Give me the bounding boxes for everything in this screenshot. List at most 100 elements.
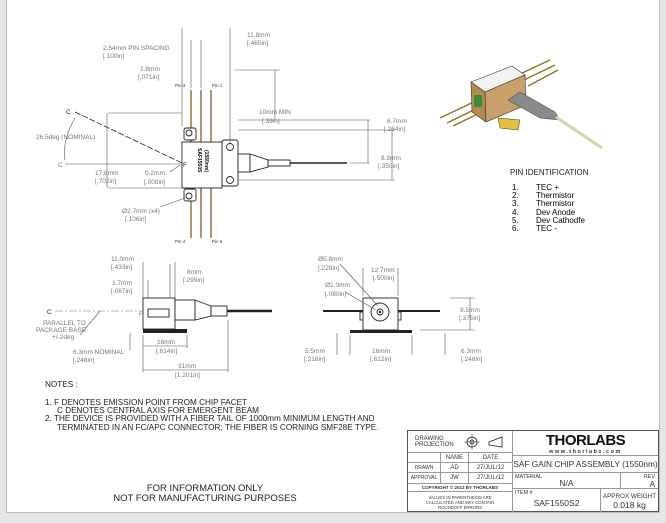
note-line-4: TERMINATED IN AN FC/APC CONNECTOR; THE F… — [57, 423, 379, 432]
pin-name: TEC - — [536, 224, 557, 234]
drawing-projection-label: DRAWING PROJECTION — [415, 435, 454, 448]
top-view: SAF1550S (1550nm) Pin 3 Pin 1 Pin 4 Pin … — [36, 28, 407, 244]
dim-pin-spacing: 2.54mm PIN SPACING — [103, 45, 170, 52]
pin-number: 4. — [512, 207, 519, 217]
rev-label: REV — [643, 473, 655, 480]
pin-number: 2. — [512, 191, 519, 201]
rev-cell: REV A — [621, 473, 658, 489]
pin-name: Dev Anode — [536, 207, 576, 217]
material-cell: MATERIAL N/A — [513, 473, 621, 489]
rev-value: A — [649, 479, 655, 489]
item-cell: ITEM # SAF1550S2 — [513, 489, 601, 512]
dim-0-2mm-in: [.008in] — [144, 179, 166, 186]
dim-8-9mm-in: [.350in] — [378, 163, 400, 170]
dim-16mm-in: [.614in] — [156, 348, 178, 355]
drawing-title: SAF GAIN CHIP ASSEMBLY (1550nm) — [513, 456, 658, 473]
weight-value: 0.018 kg — [613, 499, 646, 510]
drawing-projection: DRAWING PROJECTION — [408, 431, 513, 453]
logo-url: www.thorlabs.com — [549, 448, 622, 455]
parallel-note-2: PACKAGE BASE — [36, 327, 87, 334]
pin-number: 5. — [512, 215, 519, 225]
side-view: 11.0mm [.433in] 1.7mm [.067in] 8mm [.299… — [36, 256, 272, 379]
dim-31mm: 31mm — [178, 363, 196, 370]
dim-6-7mm-in: [.264in] — [384, 126, 406, 133]
approval-label: APPROVAL — [408, 473, 441, 484]
name-header: NAME — [441, 453, 469, 463]
side-c-label: C — [47, 309, 52, 316]
item-label: ITEM # — [515, 490, 533, 496]
parallel-note-3: +/-2deg — [52, 334, 75, 341]
pin-name: Thermistor — [536, 191, 575, 201]
svg-text:SAF1550S: SAF1550S — [196, 148, 202, 173]
disclaimer-line-1: FOR INFORMATION ONLY — [146, 483, 264, 494]
title-block: DRAWING PROJECTION NAME DATE DRAWN AD 27… — [407, 430, 659, 512]
dim-angle: 26.5deg (NOMINAL) — [36, 134, 95, 141]
weight-label: APPROX WEIGHT — [602, 492, 657, 500]
pin3-label: Pin 3 — [175, 83, 186, 88]
logo-text: THORLABS — [545, 431, 626, 449]
blank-cell — [408, 453, 441, 463]
f-point-label: F — [183, 162, 187, 169]
dim-16mm: 16mm — [157, 339, 175, 346]
dim-31mm-in: [1.201in] — [175, 372, 200, 379]
pin-name: TEC + — [536, 183, 559, 192]
dim-front-6-3mm-in: [.248in] — [461, 356, 483, 363]
drawn-name: AD — [441, 463, 469, 473]
pin6-label: Pin 6 — [212, 239, 223, 244]
pin-list: 1. TEC + 2. Thermistor 3. Thermistor 4. Dev … — [512, 183, 585, 234]
dim-2-0mm-in: [.080in] — [325, 291, 347, 298]
disclaimer: FOR INFORMATION ONLY NOT FOR MANUFACTURI… — [90, 484, 320, 504]
side-f-label: F — [139, 311, 143, 318]
dim-1-7mm: 1.7mm — [112, 280, 132, 287]
pin-number: 1. — [512, 183, 519, 192]
drawn-label: DRAWN — [408, 463, 441, 473]
dim-5-8mm-in: [.228in] — [318, 265, 340, 272]
item-number: SAF1550S2 — [533, 498, 580, 508]
pin-row: 5.Dev Cathodfe — [512, 215, 585, 225]
pin-row: 4. Dev Anode — [512, 207, 585, 217]
dim-front-16mm-in: [.612in] — [370, 356, 392, 363]
drawing-sheet — [6, 0, 660, 513]
dim-17-8mm: 17.8mm — [95, 170, 118, 177]
dim-5-5mm: 5.5mm — [305, 348, 325, 355]
note-line-3: 2. THE DEVICE IS PROVIDED WITH A FIBER T… — [45, 414, 375, 423]
dim-8-9mm: 8.9mm — [381, 155, 401, 162]
dim-1-7mm-in: [.067in] — [111, 288, 133, 295]
pin1-label: Pin 1 — [212, 83, 223, 88]
dim-8mm: 8mm — [187, 269, 201, 276]
dim-12-7mm-in: [.500in] — [373, 275, 395, 282]
centerline-label: C — [58, 162, 63, 169]
pin-row: 3. Thermistor — [512, 200, 585, 208]
c-point-label: C — [66, 109, 71, 116]
projection-symbol-icon — [464, 434, 503, 450]
approval-name: JW — [441, 473, 469, 484]
pin-row: 6. TEC - — [512, 224, 585, 234]
svg-text:(1550nm): (1550nm) — [203, 150, 209, 172]
dim-5-8mm: Ø5.8mm — [318, 256, 343, 263]
dim-pin-spacing-in: [.100in] — [103, 53, 125, 60]
pin-identification-title: PIN IDENTIFICATION — [510, 168, 589, 177]
dim-11-0mm: 11.0mm — [111, 256, 134, 263]
values-note: VALUES IN PARENTHESIS ARE CALCULATED AND… — [408, 492, 513, 512]
dim-1-8mm-in: [.071in] — [138, 74, 160, 81]
date-header: DATE — [469, 453, 513, 463]
dim-2-7mm-in: [.106in] — [125, 216, 147, 223]
dim-1-8mm: 1.8mm — [140, 66, 160, 73]
dim-2-0mm: Ø2.0mm — [325, 282, 350, 289]
dim-12-7mm: 12.7mm — [371, 267, 394, 274]
pin-name: Thermistor — [536, 199, 575, 209]
dim-8mm-in: [.299in] — [183, 277, 205, 284]
dim-11-0mm-in: [.433in] — [111, 264, 133, 271]
parallel-note-1: PARALLEL TO — [43, 320, 86, 327]
material-value: N/A — [559, 477, 574, 488]
pin-number: 3. — [512, 199, 519, 209]
dim-11-8mm-in: [.465in] — [247, 40, 269, 47]
approval-date: 27/JUL/12 — [469, 473, 513, 484]
notes-title: NOTES : — [45, 380, 78, 389]
pin-number: 6. — [512, 224, 519, 234]
disclaimer-line-2: NOT FOR MANUFACTURING PURPOSES — [113, 493, 297, 504]
dim-front-6-3mm: 6.3mm — [461, 348, 481, 355]
isometric-render — [439, 59, 603, 150]
dim-6-3mm-nominal: 6.3mm NOMINAL — [73, 349, 125, 356]
